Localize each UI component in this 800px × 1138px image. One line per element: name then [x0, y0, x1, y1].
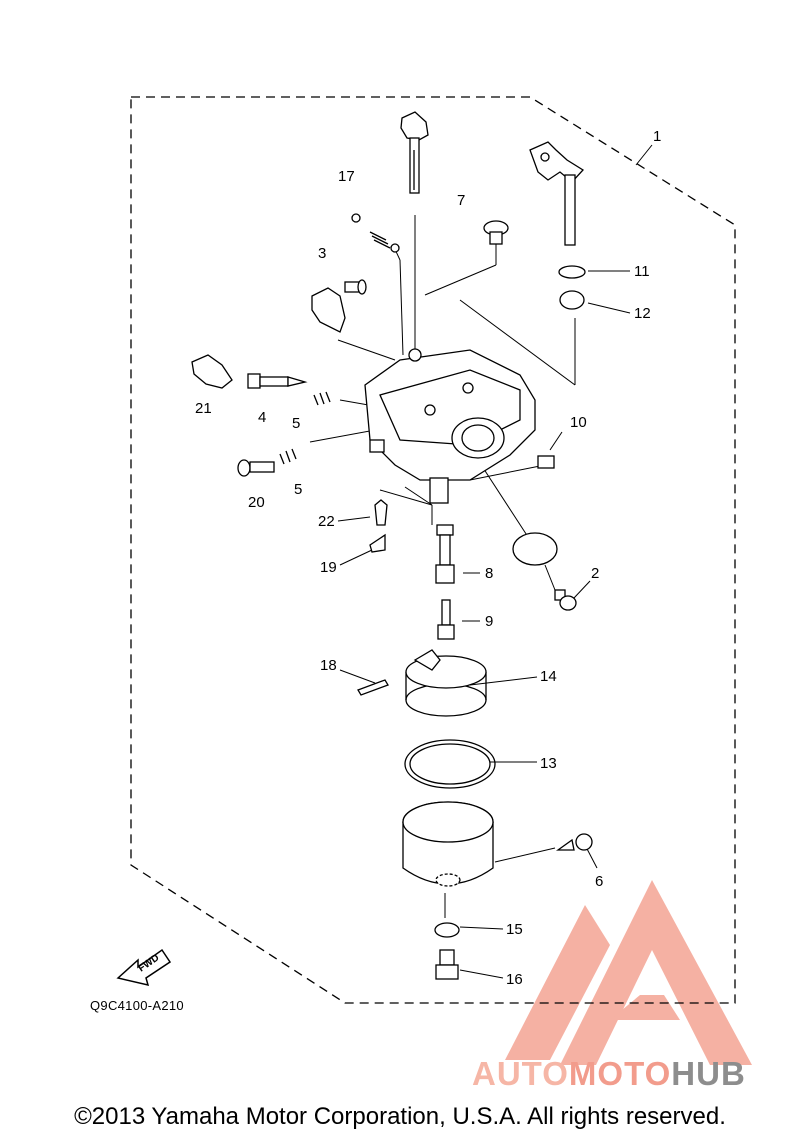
- ball-part-17: [351, 213, 361, 223]
- callout-6: 6: [595, 873, 603, 890]
- seal-part-12: [559, 290, 585, 310]
- part-code: Q9C4100-A210: [90, 998, 184, 1013]
- gasket-part-13: [404, 739, 496, 789]
- fwd-arrow-icon: FWD: [116, 948, 172, 987]
- copyright-notice: ©2013 Yamaha Motor Corporation, U.S.A. A…: [74, 1103, 726, 1130]
- plug-part-10: [537, 455, 555, 469]
- clip-part-19: [369, 533, 386, 553]
- watermark-moto: MOTO: [568, 1055, 672, 1092]
- needle-valve-part-22: [374, 499, 388, 526]
- callout-4: 4: [258, 409, 266, 426]
- callout-16: 16: [506, 971, 523, 988]
- callout-19: 19: [320, 559, 337, 576]
- callout-7: 7: [457, 192, 465, 209]
- callout-12: 12: [634, 305, 651, 322]
- parts: [191, 111, 593, 980]
- callout-10: 10: [570, 414, 587, 431]
- callout-15: 15: [506, 921, 523, 938]
- callout-1: 1: [653, 128, 661, 145]
- callout-17: 17: [338, 168, 355, 185]
- main-nozzle-part-8: [435, 524, 455, 584]
- callout-3: 3: [318, 245, 326, 262]
- watermark-auto: AUTO: [472, 1055, 569, 1092]
- washer-part-15: [434, 922, 460, 938]
- float-part-14: [405, 649, 487, 717]
- callout-13: 13: [540, 755, 557, 772]
- spring-part-5b: [279, 448, 297, 465]
- screw-part-20: [237, 459, 275, 477]
- assembly-boundary: [130, 96, 736, 1004]
- spring-part-17: [369, 231, 391, 249]
- pin-part-18: [357, 679, 389, 696]
- watermark-logo: [505, 880, 752, 1065]
- screw-part-2: [554, 589, 577, 611]
- washer-part-11: [558, 265, 586, 279]
- cap-part-21: [191, 354, 233, 389]
- carburetor-body-part: [364, 348, 536, 504]
- float-bowl-part: [402, 801, 494, 887]
- callout-18: 18: [320, 657, 337, 674]
- callout-5b: 5: [294, 481, 302, 498]
- screw-part-6: [555, 833, 593, 851]
- callout-2: 2: [591, 565, 599, 582]
- watermark-hub: HUB: [671, 1055, 746, 1092]
- watermark-text: AUTOMOTOHUB: [472, 1055, 746, 1093]
- spring-part-5a: [313, 391, 331, 406]
- callout-21: 21: [195, 400, 212, 417]
- callout-labels: 1 2 3 4 5 5 6 7 8 9 10 11 12 13 14 15 16…: [195, 128, 661, 988]
- callout-8: 8: [485, 565, 493, 582]
- pilot-screw-part-4: [247, 373, 308, 389]
- callout-9: 9: [485, 613, 493, 630]
- choke-shaft-part: [400, 111, 429, 194]
- jet-part-9: [437, 599, 455, 640]
- choke-plate-part: [311, 287, 346, 333]
- callout-11: 11: [634, 263, 650, 280]
- callout-22: 22: [318, 513, 335, 530]
- drain-bolt-part-16: [435, 949, 459, 980]
- callout-20: 20: [248, 494, 265, 511]
- plate-part: [512, 532, 558, 566]
- callout-5a: 5: [292, 415, 300, 432]
- throttle-lever-part: [529, 141, 585, 246]
- screw-part-3: [344, 279, 367, 295]
- screw-part-7: [483, 220, 509, 245]
- callout-14: 14: [540, 668, 557, 685]
